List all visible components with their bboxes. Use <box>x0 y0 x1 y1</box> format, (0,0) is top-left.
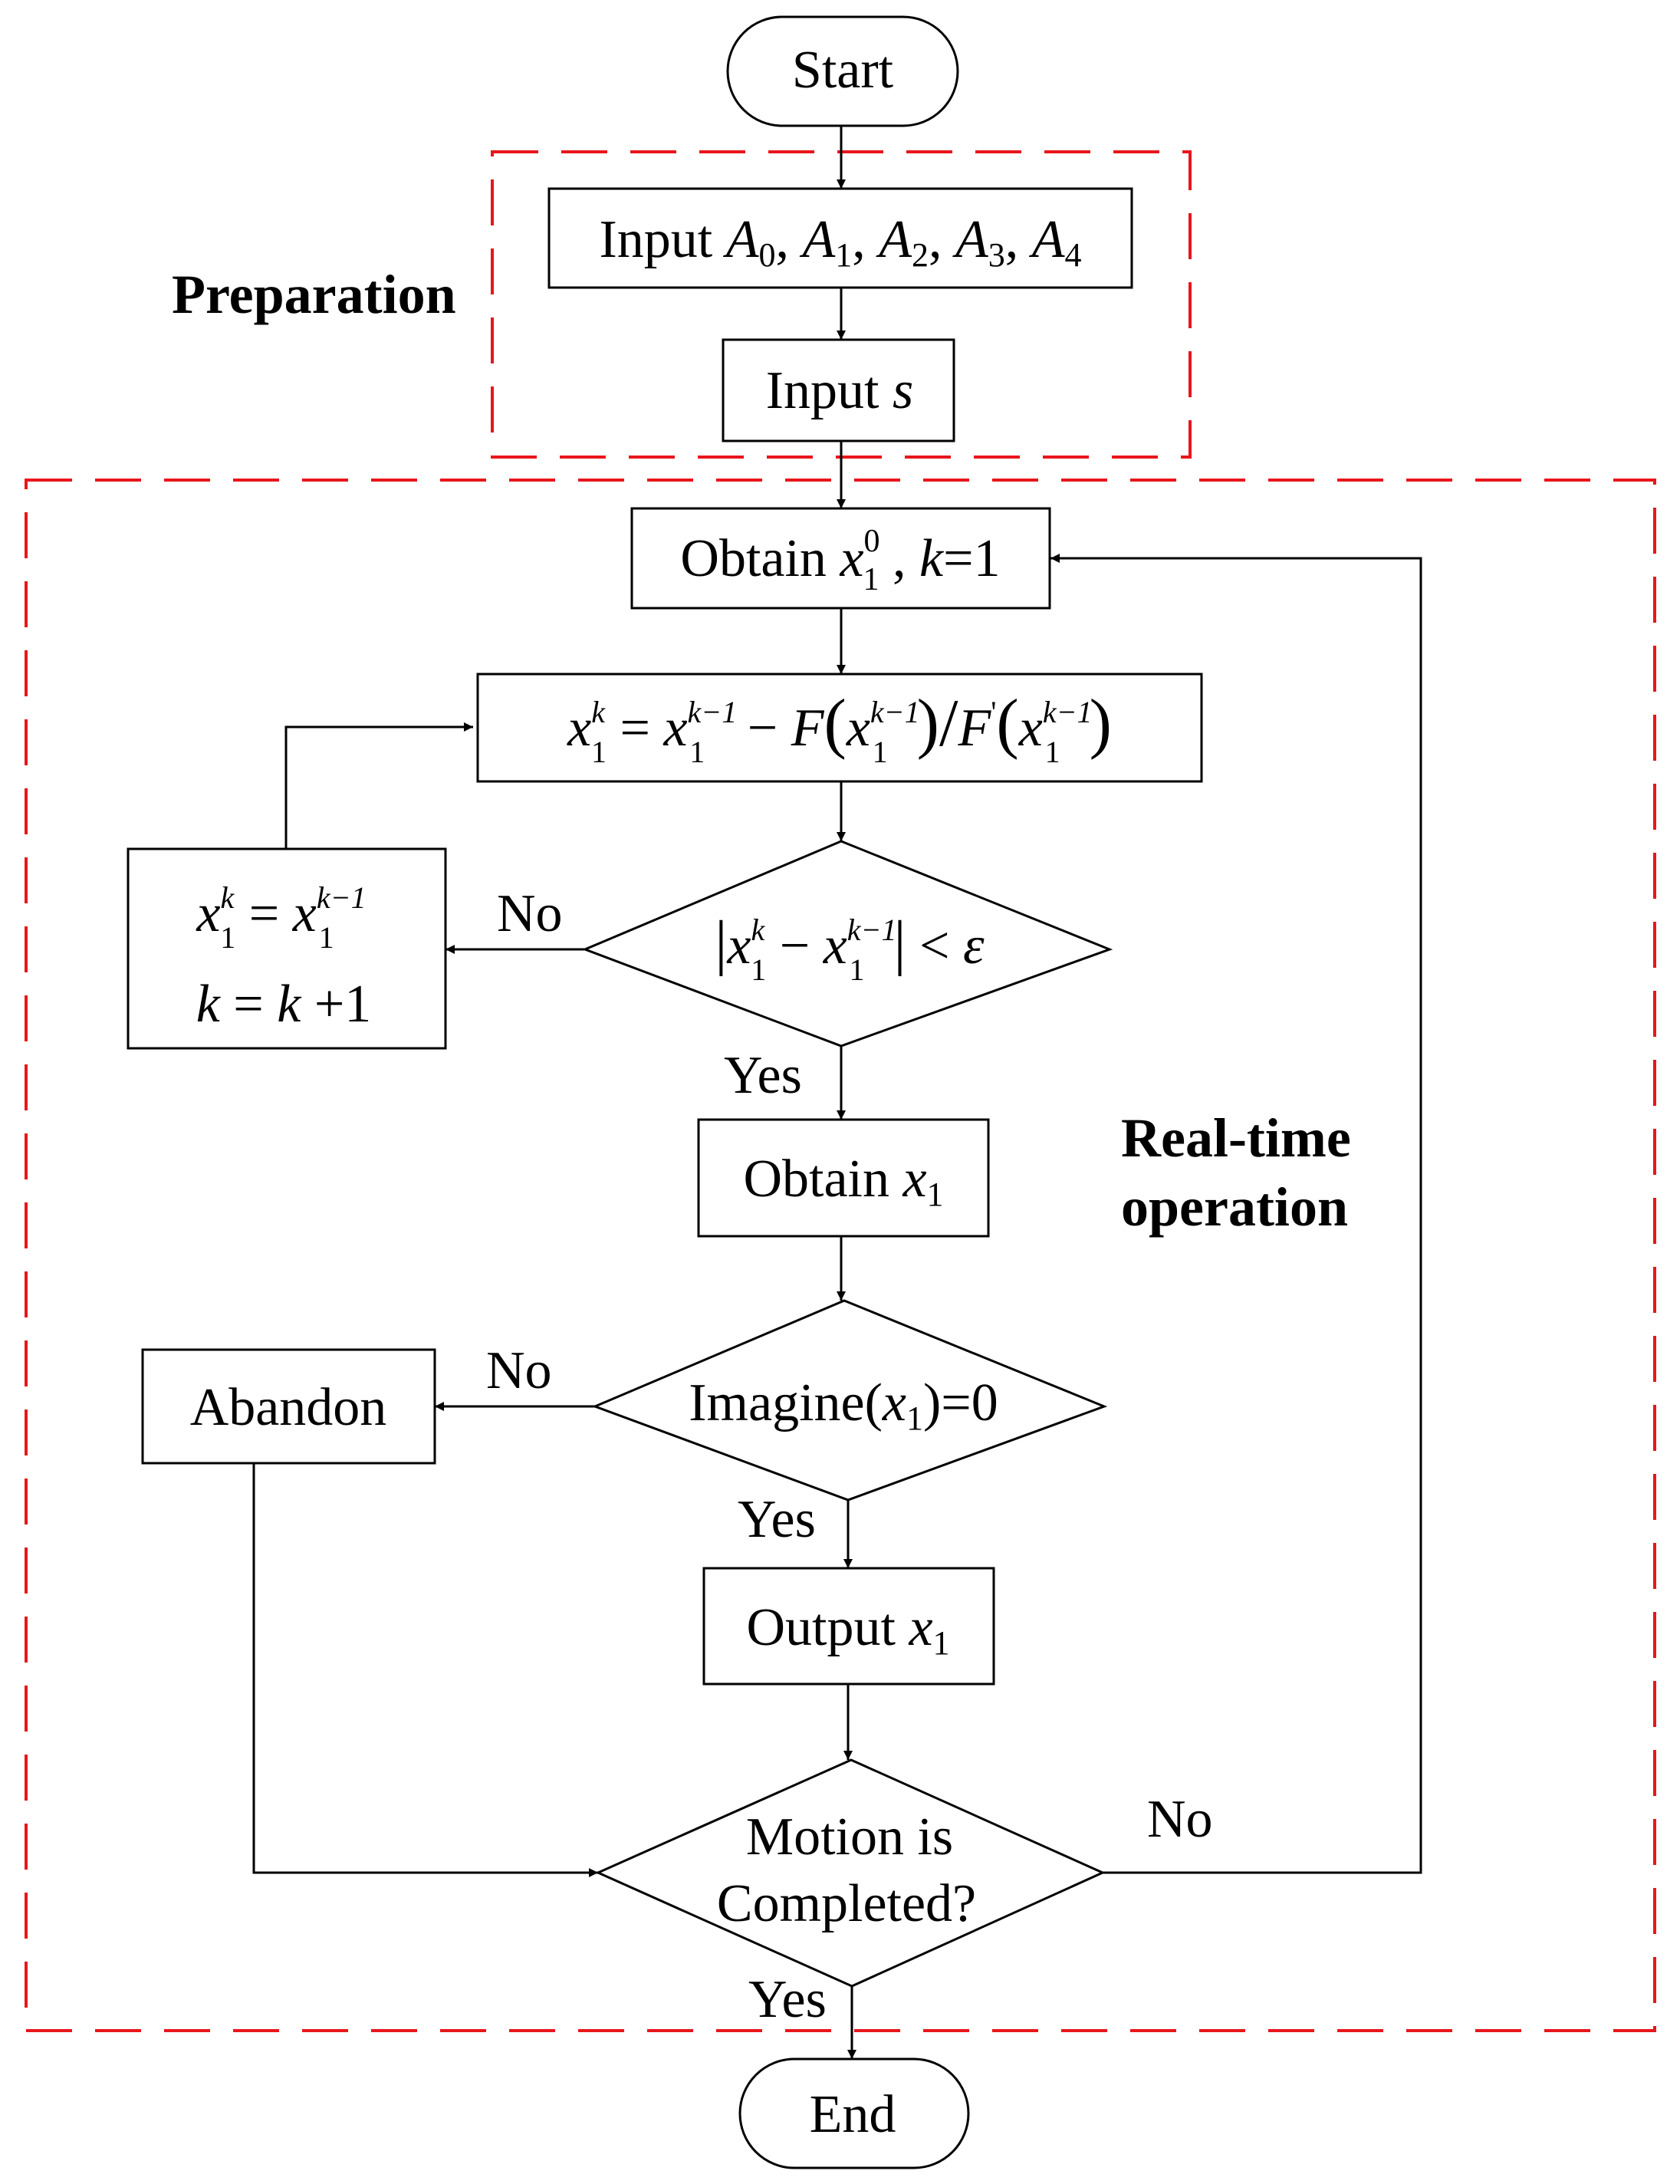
imaginary-no-label: No <box>486 1341 552 1400</box>
imaginary-decision <box>591 1299 1108 1502</box>
obtain-x1-label: Obtain x1 <box>743 1150 943 1213</box>
start-node <box>726 15 959 127</box>
convergence-yes-label: Yes <box>724 1046 802 1105</box>
arrow-motion-no-loop <box>1050 554 1422 1874</box>
abandon-label: Abandon <box>190 1378 387 1437</box>
motion-no-label: No <box>1147 1790 1213 1849</box>
input-a-box <box>547 187 1133 289</box>
motion-question-line2: Completed? <box>717 1874 976 1933</box>
convergence-no-label: No <box>497 884 563 943</box>
preparation-label: Preparation <box>172 264 456 325</box>
motion-decision <box>595 1758 1106 1988</box>
obtain-x1-box <box>697 1118 990 1238</box>
imaginary-yes-label: Yes <box>738 1490 816 1549</box>
arrow-abandon-to-motion <box>252 1463 598 1877</box>
iteration-update-line2: k = k +1 <box>196 975 372 1034</box>
abandon-box <box>141 1348 436 1465</box>
input-s-box <box>722 338 955 442</box>
input-s-label: Input s <box>766 361 914 420</box>
convergence-decision <box>581 840 1113 1048</box>
input-a-label: Input A0, A1, A2, A3, A4 <box>599 210 1081 274</box>
obtain-initial-box <box>630 507 1051 610</box>
arrow-loop-back-to-update <box>284 722 473 849</box>
output-x1-box <box>702 1567 995 1686</box>
start-label: Start <box>792 41 894 100</box>
realtime-label-line1: Real-time <box>1121 1107 1351 1169</box>
output-x1-label: Output x1 <box>746 1598 949 1662</box>
iteration-update-box <box>127 847 447 1050</box>
end-label: End <box>810 2085 896 2144</box>
imaginary-condition: Imagine(x1)=0 <box>689 1373 998 1437</box>
connectors <box>252 126 1422 2059</box>
motion-yes-label: Yes <box>748 1970 827 2029</box>
newton-update-box <box>476 673 1203 783</box>
motion-question-line1: Motion is <box>746 1807 953 1867</box>
end-node <box>738 2057 970 2169</box>
realtime-label-line2: operation <box>1121 1176 1348 1238</box>
